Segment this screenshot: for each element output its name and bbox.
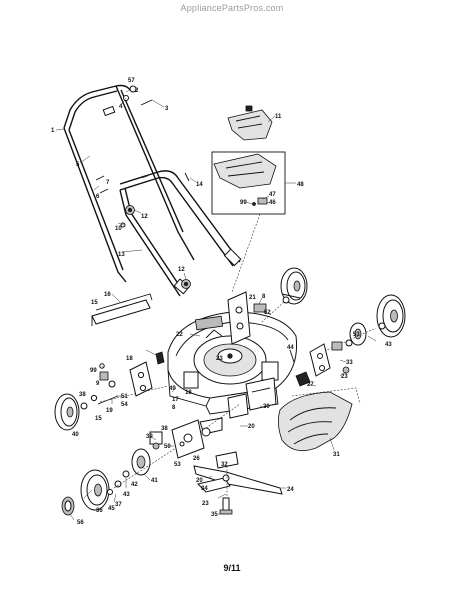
- blade-adapter-assembly: [171, 393, 249, 459]
- discharge-chute-part-11: [227, 105, 276, 141]
- rear-right-wheel: [261, 267, 308, 323]
- callout-20-a: 20: [248, 424, 255, 430]
- callout-34: 34: [201, 486, 208, 492]
- callout-12-a: 12: [141, 214, 148, 220]
- rear-left-wheel-45: [80, 469, 110, 511]
- callout-13: 13: [118, 252, 125, 258]
- callout-3: 3: [165, 106, 169, 112]
- callout-99-b: 99: [90, 368, 97, 374]
- callout-23-b: 23: [341, 374, 348, 380]
- callout-21: 21: [249, 295, 256, 301]
- height-adjust-bracket-21: [227, 291, 271, 345]
- callout-5: 5: [76, 162, 80, 168]
- callout-2: 2: [135, 88, 139, 94]
- callout-39: 39: [146, 434, 153, 440]
- callout-52: 52: [264, 310, 271, 316]
- blade-bolt-35: [219, 497, 233, 515]
- blade-adapter-32: [215, 451, 239, 498]
- callout-27: 27: [307, 382, 314, 388]
- left-front-wheel: [54, 385, 169, 431]
- callout-18-a: 18: [126, 356, 133, 362]
- handle-knob-12b: [181, 272, 191, 289]
- callout-24: 24: [287, 487, 294, 493]
- callout-41: 41: [151, 478, 158, 484]
- callout-20-b: 20: [196, 478, 203, 484]
- handle-knob-12a: [125, 205, 142, 215]
- callout-10: 10: [115, 226, 122, 232]
- callout-26: 26: [193, 456, 200, 462]
- callout-43-a: 43: [385, 342, 392, 348]
- page-number: 9/11: [223, 563, 241, 573]
- height-adjuster-left: [99, 351, 165, 397]
- callout-11: 11: [275, 114, 282, 120]
- callout-48: 48: [297, 182, 304, 188]
- callout-32: 32: [221, 462, 228, 468]
- callout-7: 7: [106, 180, 110, 186]
- callout-6: 6: [96, 194, 100, 200]
- callout-57: 57: [128, 78, 135, 84]
- callout-4: 4: [119, 104, 123, 110]
- mulch-plug-31: [278, 387, 361, 452]
- callout-9: 9: [96, 381, 100, 387]
- callout-56: 56: [77, 520, 84, 526]
- callout-23-a: 23: [216, 356, 223, 362]
- callout-22: 22: [176, 332, 183, 338]
- callout-19: 19: [106, 408, 113, 414]
- callout-49: 49: [169, 386, 176, 392]
- callout-35: 35: [211, 512, 218, 518]
- callout-15-a: 15: [91, 300, 98, 306]
- lower-handle: [119, 170, 242, 297]
- callout-54: 54: [121, 402, 128, 408]
- callout-12-b: 12: [178, 267, 185, 273]
- callout-15-b: 15: [95, 416, 102, 422]
- callout-42: 42: [131, 482, 138, 488]
- callout-36: 36: [96, 508, 103, 514]
- callout-50: 50: [164, 444, 171, 450]
- callout-30: 30: [263, 404, 270, 410]
- callout-38-a: 38: [79, 392, 86, 398]
- right-front-wheel: [317, 294, 406, 355]
- callout-46: 46: [269, 200, 276, 206]
- callout-18-b: 18: [185, 390, 192, 396]
- callout-53-a: 53: [353, 332, 360, 338]
- callout-53-b: 53: [174, 462, 181, 468]
- mower-deck: [167, 311, 298, 415]
- callout-38-b: 38: [161, 426, 168, 432]
- callout-33: 33: [346, 360, 353, 366]
- callout-31: 31: [333, 452, 340, 458]
- mower-blade-24: [193, 465, 283, 495]
- hubcap-56: [61, 496, 75, 516]
- handle-bolts: [95, 99, 190, 228]
- leader-lines: [55, 88, 347, 521]
- upper-handle: [63, 84, 195, 283]
- drive-gear-parts: [107, 431, 177, 495]
- deflector-kit-box-48: [211, 151, 296, 293]
- watermark-text: AppliancePartsPros.com: [180, 3, 284, 13]
- callout-16: 16: [104, 292, 111, 298]
- rear-door-bracket: [91, 293, 153, 326]
- callout-45: 45: [108, 506, 115, 512]
- callout-51: 51: [121, 394, 128, 400]
- height-adjuster-right: [289, 341, 350, 387]
- callout-43-b: 43: [123, 492, 130, 498]
- callout-99-a: 99: [240, 200, 247, 206]
- callout-37: 37: [115, 502, 122, 508]
- callout-8-b: 8: [172, 405, 176, 411]
- callout-17: 17: [172, 397, 179, 403]
- callout-14: 14: [196, 182, 203, 188]
- callout-1: 1: [51, 128, 55, 134]
- callout-labels: 57 2 4 3 1 5 7 6 12 10 13 12 14 11 48 47…: [51, 78, 392, 526]
- callout-8-a: 8: [262, 294, 266, 300]
- rear-baffle-30: [245, 377, 277, 411]
- callout-47: 47: [269, 192, 276, 198]
- callout-40: 40: [72, 432, 79, 438]
- callout-44: 44: [287, 345, 294, 351]
- callout-23-c: 23: [202, 501, 209, 507]
